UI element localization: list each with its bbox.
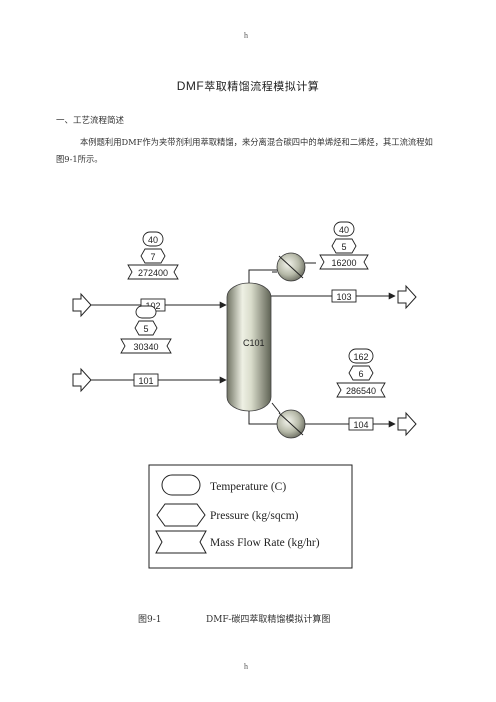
- massflow-value-102: 272400: [138, 268, 168, 278]
- reboiler-return: [271, 402, 281, 414]
- legend-pressure-icon: [156, 503, 206, 527]
- massflow-tag-104: [336, 382, 386, 398]
- pressure-tag-104: [348, 365, 374, 381]
- pressure-tag-102: [140, 248, 166, 264]
- massflow-tag-102: [127, 264, 179, 280]
- figure-caption: DMF-碳四萃取精馏模拟计算图: [206, 615, 331, 625]
- stream-id-tag-103: [331, 289, 357, 303]
- stream-id-104: 104: [353, 420, 368, 430]
- legend-massflow-label: Mass Flow Rate (kg/hr): [210, 537, 320, 549]
- bottoms-line: [248, 411, 277, 425]
- figure-number: 图9-1: [138, 615, 162, 625]
- page-title-rest: 萃取精馏流程模拟计算: [204, 80, 320, 93]
- overhead-line: [248, 269, 277, 283]
- section-heading: 一、工艺流程简述: [56, 116, 125, 126]
- feed-arrow-icon-102: [72, 292, 92, 318]
- stream-id-tag-104: [348, 417, 374, 431]
- legend-pressure-label: Pressure (kg/sqcm): [210, 510, 299, 522]
- footer-mark: h: [244, 662, 248, 671]
- pressure-value-102: 7: [150, 252, 155, 262]
- temperature-value-104: 162: [353, 352, 368, 362]
- temperature-value-102: 40: [148, 235, 158, 245]
- column-label: C101: [243, 338, 265, 348]
- stream-id-101: 101: [138, 376, 153, 386]
- pressure-tag-103: [331, 238, 357, 254]
- legend-massflow-icon: [155, 530, 207, 554]
- pressure-value-104: 6: [358, 369, 363, 379]
- condenser-slash: [278, 255, 304, 279]
- massflow-tag-101: [120, 338, 172, 354]
- header-mark: h: [244, 31, 248, 40]
- reboiler-slash: [278, 412, 304, 436]
- temperature-tag-101: [135, 305, 157, 319]
- page-title-latin: DMF: [176, 79, 205, 93]
- temperature-value-103: 40: [339, 225, 349, 235]
- massflow-tag-103: [319, 254, 369, 270]
- stream-id-102: 102: [145, 301, 160, 311]
- stream-id-103: 103: [336, 292, 351, 302]
- legend-temperature-label: Temperature (C): [210, 481, 286, 493]
- temperature-tag-102: [142, 231, 164, 247]
- massflow-value-101: 30340: [133, 342, 158, 352]
- feed-arrow-icon-101: [72, 367, 92, 393]
- pressure-value-101: 5: [143, 324, 148, 334]
- page-title: DMF萃取精馏流程模拟计算: [0, 78, 496, 94]
- temperature-tag-103: [333, 221, 355, 237]
- massflow-value-103: 16200: [331, 258, 356, 268]
- pressure-tag-101: [134, 320, 158, 336]
- product-arrow-icon-104: [397, 411, 417, 437]
- pressure-value-103: 5: [341, 242, 346, 252]
- product-arrow-icon-103: [397, 284, 417, 310]
- stream-id-tag-101: [133, 373, 159, 387]
- legend-temperature-icon: [161, 474, 201, 496]
- intro-paragraph: 本例题利用DMF作为夹带剂利用萃取精馏，来分离混合碳四中的单烯烃和二烯烃，其工流…: [56, 137, 433, 164]
- massflow-value-104: 286540: [346, 386, 376, 396]
- temperature-tag-104: [348, 348, 374, 364]
